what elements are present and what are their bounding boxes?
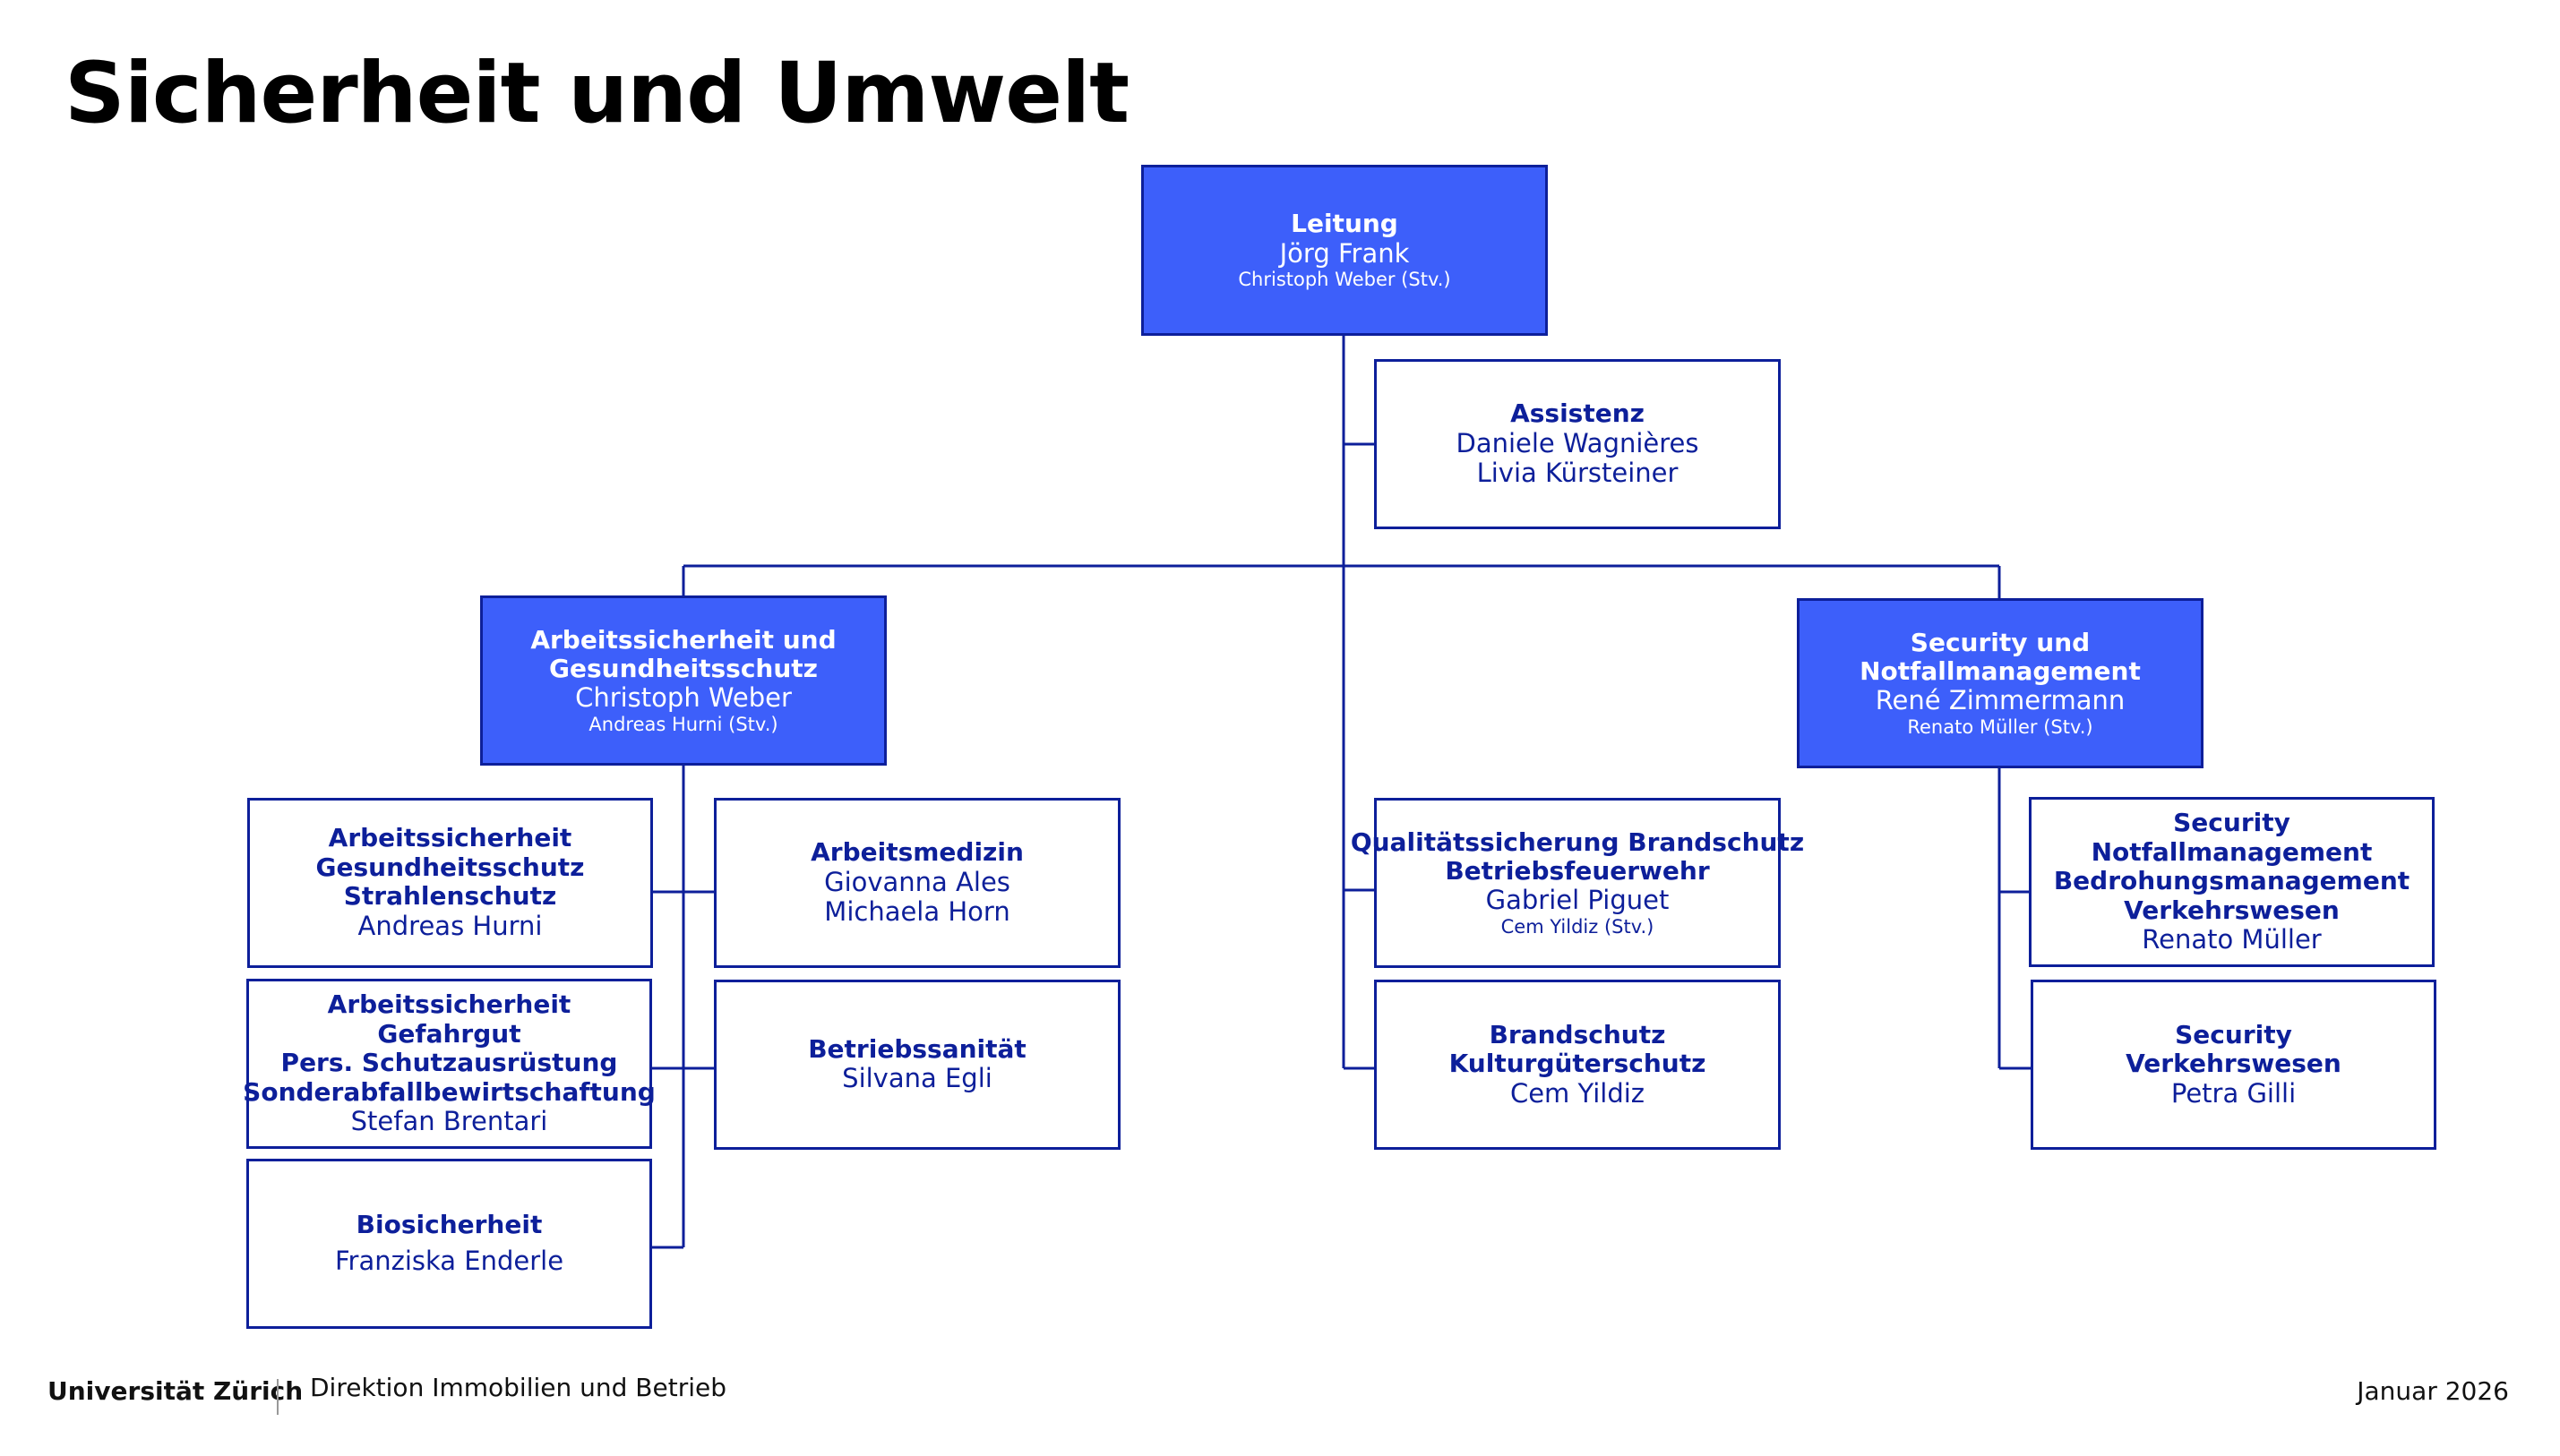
box-heading: Notfallmanagement	[2091, 836, 2373, 867]
box-heading: Arbeitssicherheit	[328, 823, 572, 853]
page-title: Sicherheit und Umwelt	[64, 45, 1130, 142]
box-heading: Qualitätssicherung Brandschutz	[1350, 826, 1805, 857]
box-arbeitssicherheit-gesundheitsschutz: Arbeitssicherheit und Gesundheitsschutz …	[480, 595, 887, 766]
box-person: Franziska Enderle	[334, 1246, 564, 1277]
box-person: Livia Kürsteiner	[1476, 458, 1679, 489]
footer-department: Direktion Immobilien und Betrieb	[310, 1373, 727, 1402]
box-person: Michaela Horn	[824, 896, 1010, 928]
box-person: Cem Yildiz	[1509, 1077, 1645, 1109]
box-heading: Gesundheitsschutz	[315, 852, 585, 882]
box-heading: Verkehrswesen	[2126, 1049, 2341, 1079]
box-arbeitsmedizin: Arbeitsmedizin Giovanna Ales Michaela Ho…	[714, 798, 1121, 968]
box-arbeitssicherheit-strahlenschutz: Arbeitssicherheit Gesundheitsschutz Stra…	[247, 798, 653, 968]
box-arbeitssicherheit-gefahrgut: Arbeitssicherheit Gefahrgut Pers. Schutz…	[243, 979, 656, 1149]
box-person: Jörg Frank	[1279, 237, 1410, 269]
box-heading: Strahlenschutz	[343, 881, 557, 912]
box-betriebssanitaet: Betriebssanität Silvana Egli	[714, 980, 1121, 1150]
box-heading: Arbeitssicherheit	[327, 989, 571, 1020]
box-person: Gabriel Piguet	[1485, 885, 1670, 916]
box-heading: Arbeitsmedizin	[811, 837, 1024, 868]
box-heading: Gefahrgut	[377, 1018, 521, 1049]
box-heading: Brandschutz	[1489, 1019, 1666, 1049]
box-heading: Pers. Schutzausrüstung	[280, 1048, 618, 1078]
box-brandschutz-kulturgueterschutz: Brandschutz Kulturgüterschutz Cem Yildiz	[1374, 980, 1781, 1150]
footer-date: Januar 2026	[2357, 1376, 2509, 1406]
box-security-bedrohungsmanagement: Security Notfallmanagement Bedrohungsman…	[2029, 797, 2435, 967]
box-person: Daniele Wagnières	[1456, 427, 1699, 458]
box-person: Silvana Egli	[842, 1063, 992, 1094]
box-person: René Zimmermann	[1875, 685, 2126, 716]
box-person: Christoph Weber	[575, 682, 792, 714]
box-heading: Security und	[1910, 627, 2091, 657]
footer-divider	[277, 1379, 279, 1415]
box-person: Andreas Hurni	[357, 910, 543, 941]
box-security-verkehrswesen: Security Verkehrswesen Petra Gilli	[2031, 980, 2436, 1150]
box-deputy: Andreas Hurni (Stv.)	[588, 714, 778, 736]
box-security-notfallmanagement: Security und Notfallmanagement René Zimm…	[1797, 598, 2203, 768]
box-biosicherheit: Biosicherheit Franziska Enderle	[246, 1159, 652, 1329]
box-deputy: Christoph Weber (Stv.)	[1238, 269, 1451, 291]
box-person: Petra Gilli	[2170, 1077, 2297, 1109]
box-heading: Verkehrswesen	[2124, 895, 2340, 925]
box-heading: Biosicherheit	[356, 1209, 543, 1239]
box-heading: Kulturgüterschutz	[1448, 1049, 1706, 1079]
box-person: Stefan Brentari	[350, 1106, 548, 1137]
footer-university: Universität Zürich	[47, 1376, 304, 1406]
box-person: Giovanna Ales	[824, 866, 1010, 897]
box-heading: Leitung	[1291, 209, 1398, 239]
box-qualitaetssicherung-brandschutz: Qualitätssicherung Brandschutz Betriebsf…	[1351, 798, 1804, 968]
box-heading: Bedrohungsmanagement	[2053, 866, 2410, 896]
box-deputy: Cem Yildiz (Stv.)	[1500, 916, 1654, 938]
box-heading: Betriebsfeuerwehr	[1445, 856, 1710, 886]
box-assistenz: Assistenz Daniele Wagnières Livia Kürste…	[1374, 359, 1781, 529]
box-person: Renato Müller	[2142, 924, 2322, 955]
box-heading: Betriebssanität	[808, 1033, 1027, 1064]
box-heading: Gesundheitsschutz	[549, 654, 818, 683]
box-leitung: Leitung Jörg Frank Christoph Weber (Stv.…	[1141, 165, 1548, 336]
box-heading: Security	[2175, 1019, 2292, 1049]
box-heading: Sonderabfallbewirtschaftung	[243, 1076, 656, 1107]
box-heading: Security	[2173, 808, 2290, 838]
box-heading: Assistenz	[1510, 398, 1645, 429]
box-heading: Notfallmanagement	[1860, 656, 2141, 686]
box-deputy: Renato Müller (Stv.)	[1907, 716, 2093, 739]
box-heading: Arbeitssicherheit und	[530, 624, 837, 655]
